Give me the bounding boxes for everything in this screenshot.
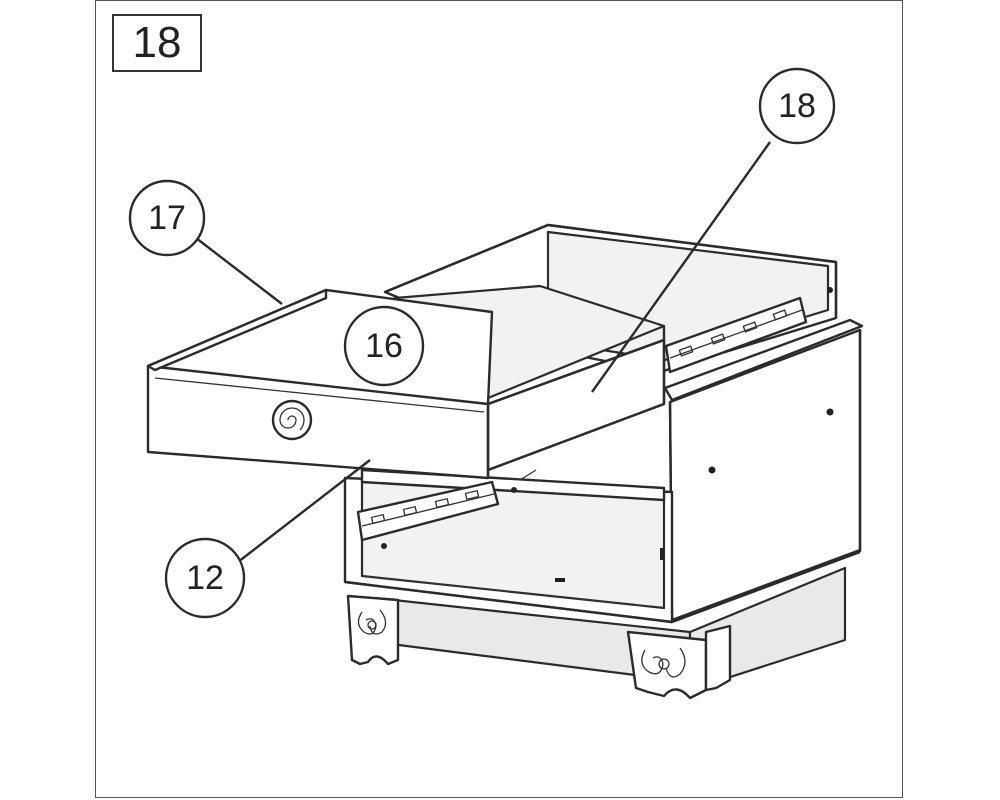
drawer-front-edge [146, 288, 328, 372]
callout-17-label: 17 [148, 199, 186, 237]
step-number-box: 18 [112, 14, 202, 72]
screw-hole [708, 466, 716, 474]
cabinet-top-strip [663, 318, 864, 402]
drawer-slide [356, 480, 500, 542]
decorative-leg [346, 594, 400, 666]
leader-line-12 [237, 459, 371, 563]
screw-hole [660, 548, 664, 560]
callout-12: 12 [164, 537, 246, 619]
leader-line-18 [591, 141, 771, 393]
callout-16-label: 16 [365, 327, 403, 365]
decorative-leg [626, 630, 708, 700]
callout-16: 16 [343, 305, 425, 387]
drawer-slide [664, 296, 808, 374]
cabinet-shelf [360, 468, 666, 502]
leader-line-17 [195, 237, 283, 305]
decorative-leg [704, 624, 732, 692]
screw-hole [827, 287, 833, 293]
callout-17: 17 [128, 179, 206, 257]
screw-hole [381, 543, 387, 549]
screw-hole [555, 578, 565, 582]
callout-18: 18 [758, 67, 836, 145]
drawer-knob [271, 399, 313, 441]
step-number: 18 [132, 18, 182, 67]
callout-18-label: 18 [778, 87, 816, 125]
callout-12-label: 12 [186, 559, 224, 597]
screw-hole [826, 408, 834, 416]
screw-hole [511, 487, 517, 493]
